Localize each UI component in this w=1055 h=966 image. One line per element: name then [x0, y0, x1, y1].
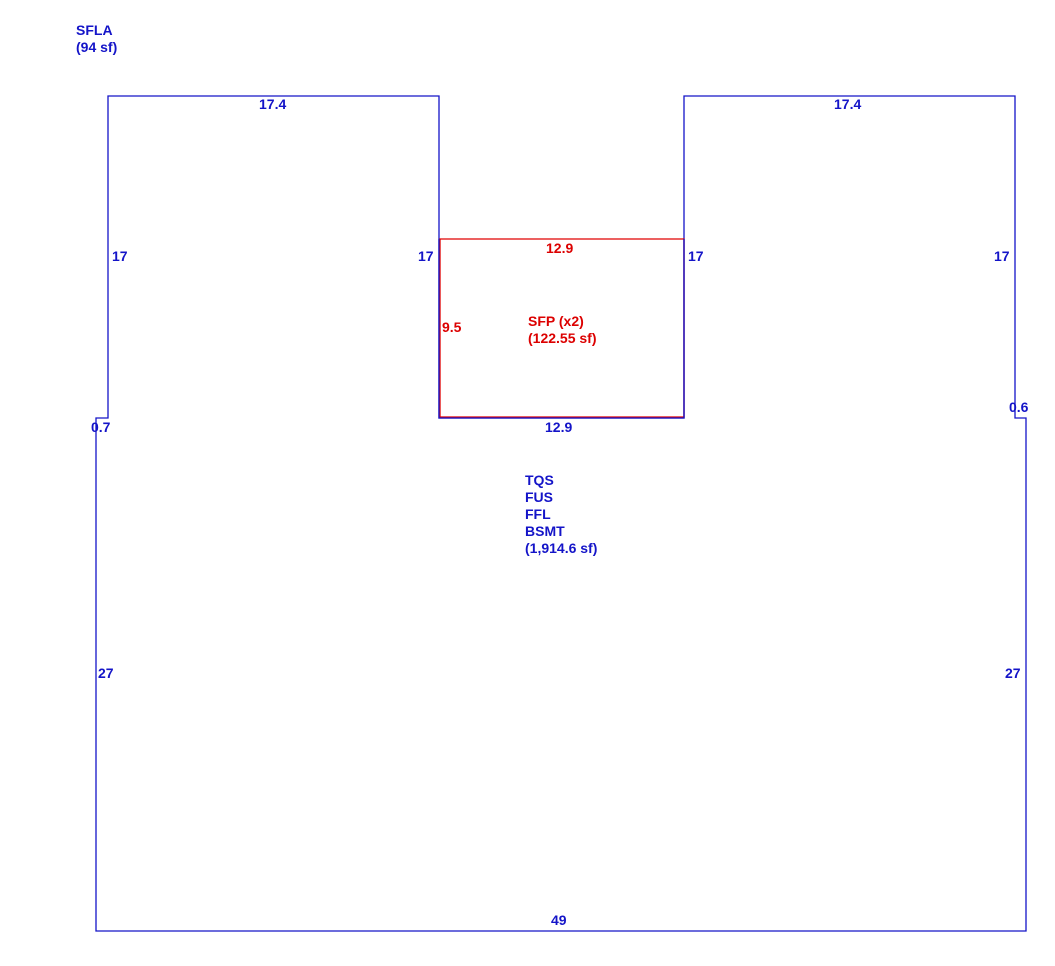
dim-left-wing-outer: 17: [112, 248, 128, 264]
main-code-3: FFL: [525, 506, 551, 522]
sfla-legend: SFLA (94 sf): [76, 22, 117, 56]
dim-right-jog: 0.6: [1009, 399, 1029, 415]
porch-name: SFP (x2): [528, 313, 584, 329]
dim-porch-side: 9.5: [442, 319, 462, 335]
dim-left-jog: 0.7: [91, 419, 111, 435]
dim-left-wing-top: 17.4: [259, 96, 287, 112]
porch-area-label: SFP (x2) (122.55 sf): [528, 313, 596, 347]
porch-area: (122.55 sf): [528, 330, 597, 346]
sfla-label: SFLA: [76, 22, 113, 38]
main-area-label: TQS FUS FFL BSMT (1,914.6 sf): [525, 472, 597, 557]
dim-right-wing-inner: 17: [688, 248, 704, 264]
dim-right-wing-outer: 17: [994, 248, 1010, 264]
dim-left-wing-inner: 17: [418, 248, 434, 264]
dim-bottom: 49: [551, 912, 567, 928]
dim-porch-top: 12.9: [546, 240, 574, 256]
main-area: (1,914.6 sf): [525, 540, 598, 556]
notch-edges: [438, 239, 685, 419]
sfla-area: (94 sf): [76, 39, 118, 55]
dim-right-side: 27: [1005, 665, 1021, 681]
main-code-2: FUS: [525, 489, 553, 505]
main-code-4: BSMT: [525, 523, 565, 539]
dim-left-side: 27: [98, 665, 114, 681]
dim-right-wing-top: 17.4: [834, 96, 862, 112]
main-code-1: TQS: [525, 472, 554, 488]
dim-notch-bottom: 12.9: [545, 419, 573, 435]
